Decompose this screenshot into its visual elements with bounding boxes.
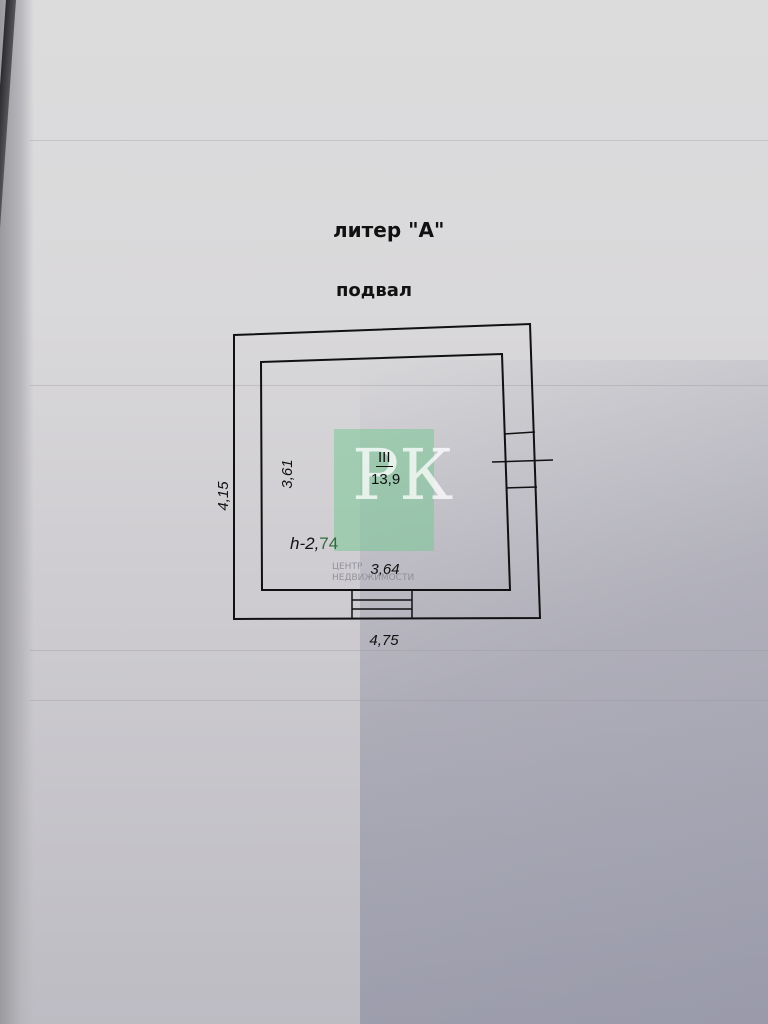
watermark-caption-line2: НЕДВИЖИМОСТИ [332, 573, 415, 583]
room-area: 13,9 [371, 471, 401, 488]
ruled-line [30, 140, 768, 141]
room-height-prefix: h-2, [290, 534, 320, 553]
plan-title: литер "А" [333, 218, 445, 242]
dim-inner-width: 3,64 [370, 561, 399, 578]
ruled-line [30, 700, 768, 701]
room-height-suffix: 74 [319, 534, 339, 553]
watermark-caption: ЦЕНТР НЕДВИЖИМОСТИ [332, 562, 414, 584]
paper-edge [0, 0, 34, 1024]
room-height: h-2,74 [290, 534, 338, 554]
watermark-letters: РК [352, 434, 454, 516]
window [491, 431, 554, 489]
room-number: III [376, 449, 393, 467]
plan-subtitle: подвал [336, 280, 413, 301]
ruled-line [30, 650, 768, 651]
outer-wall [233, 322, 542, 621]
watermark-caption-line1: ЦЕНТР [332, 562, 363, 572]
dim-outer-height: 4,15 [215, 481, 232, 511]
dim-inner-height: 3,61 [279, 459, 296, 488]
watermark-logo [334, 429, 434, 551]
dim-outer-width: 4,75 [369, 632, 399, 649]
inner-wall [259, 352, 512, 591]
ruled-line [30, 385, 768, 386]
entrance-steps [351, 590, 413, 618]
